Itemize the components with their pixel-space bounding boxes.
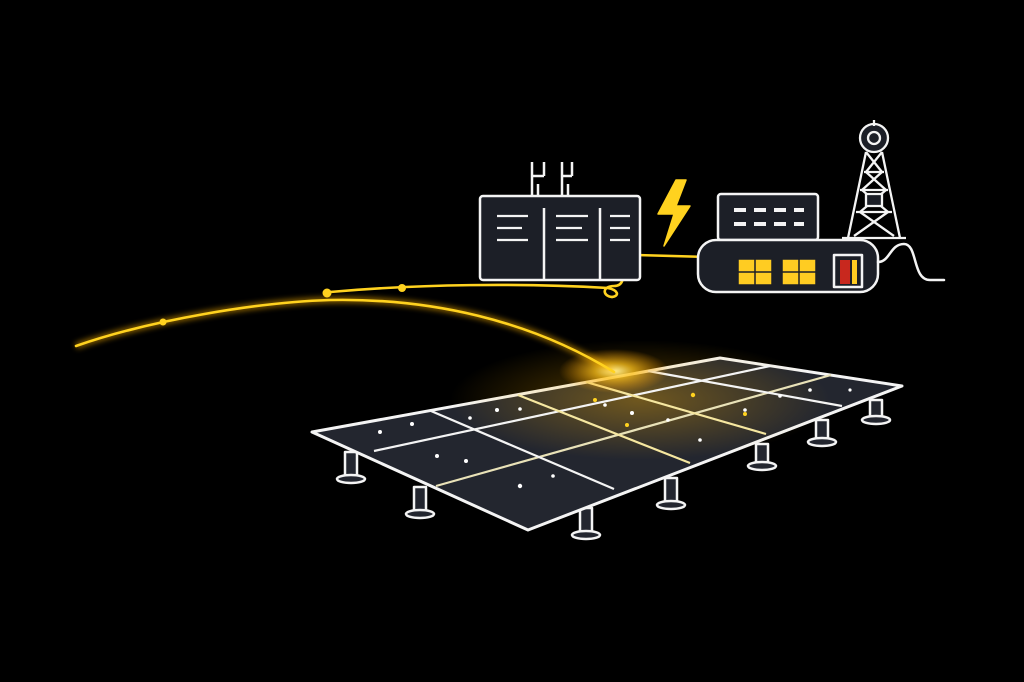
transformer-vents [497,214,630,242]
transformer-body [478,194,642,282]
station-windows [737,258,817,286]
panel-leg [570,506,602,541]
transformer-icon [478,162,642,282]
station-upper [716,192,820,242]
panel-leg [806,418,838,448]
station-to-tower-cable [876,242,946,282]
panel-leg [335,450,367,485]
panel-leg [860,398,892,426]
panel-leg [404,485,436,520]
station-door [832,253,864,289]
cable-main [74,298,616,374]
power-station-icon [696,192,880,294]
panel-legs [335,398,892,541]
panel-glow [450,340,830,460]
cable-branch [328,283,619,299]
station-vents [734,208,804,226]
transformer-insulators [530,162,574,196]
lightning-bolt-icon [657,179,691,247]
transmission-tower-icon [842,120,906,240]
panel-glints [593,392,747,427]
cable-nodes [159,284,406,326]
panel-grid [373,364,843,491]
solar-panel-array [310,340,904,541]
panel-leg [655,476,687,511]
panel-sparkles [378,388,852,489]
